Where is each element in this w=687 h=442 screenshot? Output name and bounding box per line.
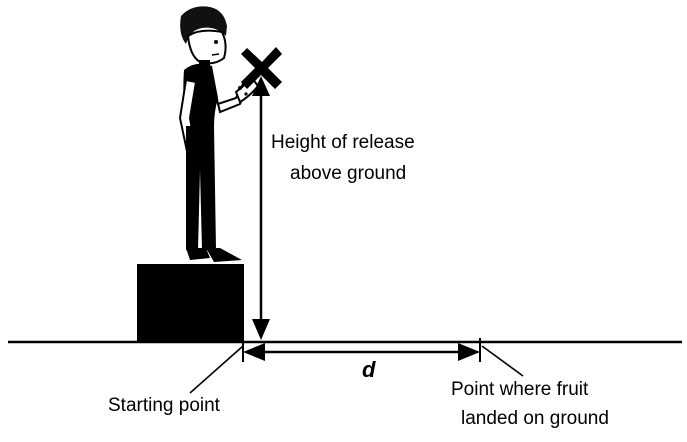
distance-label: d: [362, 357, 376, 382]
release-point-x-cross-icon: [241, 47, 282, 89]
starting-point-label: Starting point: [108, 395, 221, 416]
start-leader-line: [189, 345, 244, 394]
landing-label-line1: Point where fruit: [451, 379, 589, 400]
height-label-line1: Height of release: [271, 132, 415, 153]
height-arrow-head-bottom: [252, 319, 270, 340]
height-label-line2: above ground: [290, 163, 406, 184]
landing-label-line2: landed on ground: [461, 408, 609, 429]
distance-arrow-head-left: [243, 343, 265, 361]
height-arrow-head-top: [252, 76, 270, 96]
landing-leader-line: [481, 345, 524, 377]
boy-figure: [178, 6, 260, 262]
platform-box: [137, 264, 244, 342]
distance-arrow-head-right: [458, 343, 480, 361]
